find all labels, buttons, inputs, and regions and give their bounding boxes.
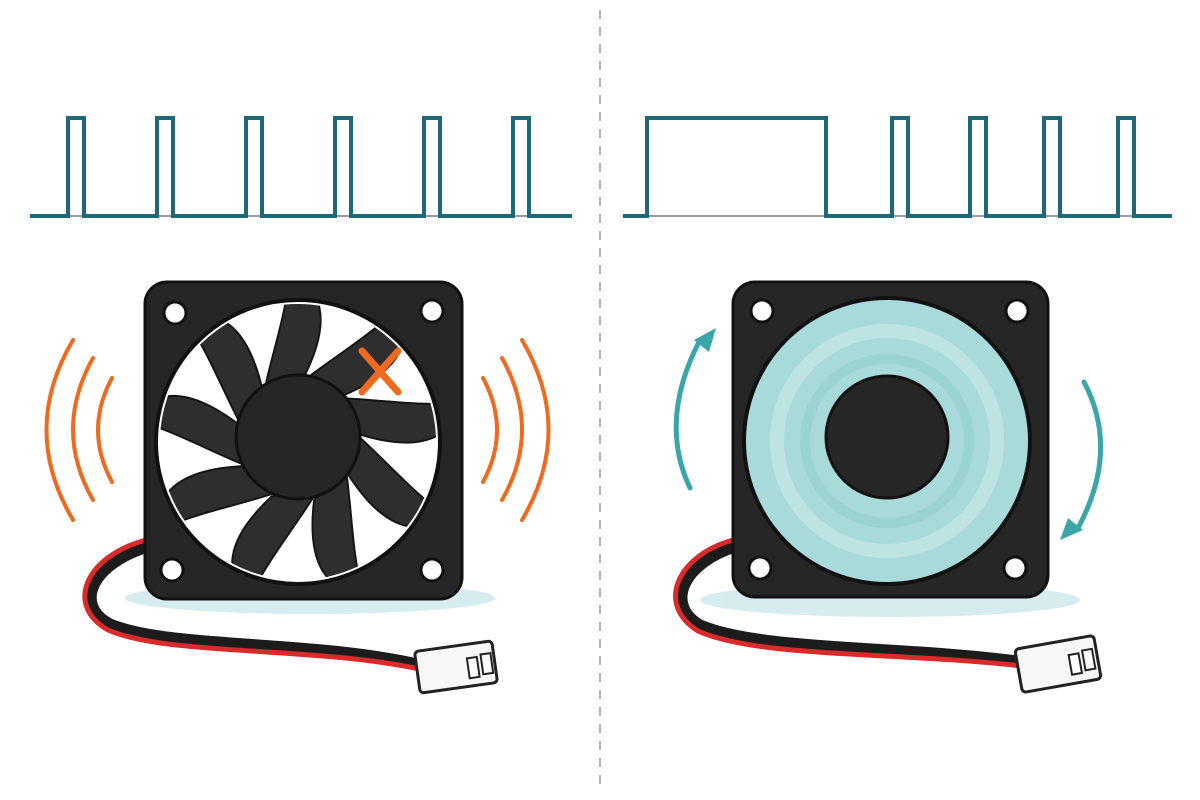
right-mount-holes — [747, 298, 1030, 581]
right-fan-blur-ring — [770, 324, 1004, 558]
fan-blade — [311, 465, 364, 580]
left-mount-holes — [159, 298, 445, 583]
left-fan-connector — [413, 639, 499, 695]
fan-blade — [261, 304, 322, 400]
fan-blade — [331, 396, 436, 444]
fan-blade — [160, 394, 252, 470]
right-fan-blur-ring-inner — [800, 354, 974, 528]
left-pulse-train — [30, 116, 572, 218]
right-fan-connector — [1013, 634, 1103, 694]
left-fan-blades — [160, 304, 436, 580]
right-fan-cable — [673, 537, 1027, 669]
left-fan-hub — [234, 373, 362, 501]
fan-blade — [347, 428, 436, 528]
stall-x-icon — [358, 347, 402, 396]
left-signal-waveform — [30, 116, 572, 218]
rotation-arrows-icon — [673, 328, 1104, 540]
right-kick-and-pulse-train — [623, 116, 1172, 218]
fan-blade — [231, 490, 319, 580]
right-signal-waveform — [623, 116, 1172, 218]
right-panel — [623, 116, 1172, 694]
vibration-waves-icon — [44, 338, 551, 522]
right-fan-spinning — [731, 280, 1050, 599]
left-fan-cable — [82, 537, 425, 672]
left-fan-stalled — [143, 280, 464, 601]
left-panel — [30, 116, 572, 695]
right-fan-hub — [824, 374, 950, 500]
